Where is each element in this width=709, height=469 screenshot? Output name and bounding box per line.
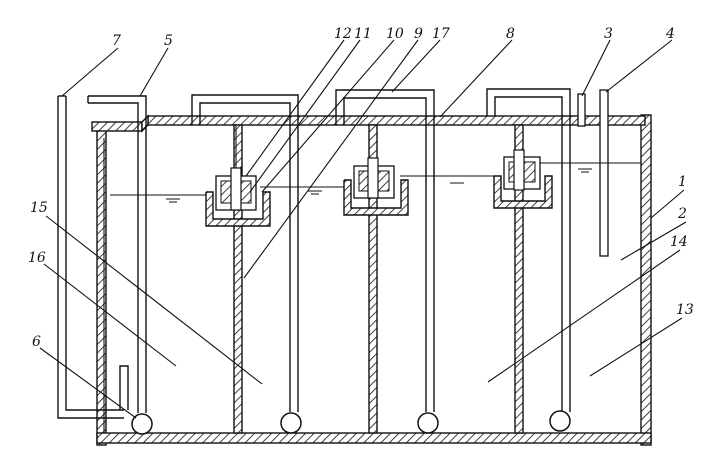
label-11: 11 xyxy=(354,26,372,42)
float-assembly-2 xyxy=(343,157,409,216)
inlet-stub xyxy=(119,365,129,410)
label-10: 10 xyxy=(386,26,404,42)
label-3: 3 xyxy=(604,26,613,42)
probe-4 xyxy=(599,89,609,257)
labels: 7 5 12 11 10 9 17 8 3 4 1 2 14 13 15 16 … xyxy=(28,26,694,350)
label-5: 5 xyxy=(164,33,173,49)
float-assembly-1 xyxy=(205,125,271,227)
label-6: 6 xyxy=(32,334,41,350)
partition-walls xyxy=(233,124,524,434)
leader-lines xyxy=(39,39,687,419)
label-2: 2 xyxy=(677,206,687,222)
siphon-tubes xyxy=(191,88,571,412)
label-4: 4 xyxy=(665,26,675,42)
label-17: 17 xyxy=(432,26,450,42)
outlet-balls xyxy=(131,410,571,435)
label-16: 16 xyxy=(28,250,46,266)
label-9: 9 xyxy=(414,26,423,42)
label-15: 15 xyxy=(30,200,48,216)
label-12: 12 xyxy=(334,26,352,42)
external-pipe-7 xyxy=(57,95,124,419)
label-13: 13 xyxy=(676,302,694,318)
label-1: 1 xyxy=(678,174,687,190)
label-8: 8 xyxy=(506,26,515,42)
label-7: 7 xyxy=(112,33,121,49)
label-14: 14 xyxy=(670,234,688,250)
float-assembly-3 xyxy=(493,149,553,209)
siphon-pipe-5 xyxy=(87,95,147,413)
water-levels xyxy=(110,162,641,203)
pipe-3 xyxy=(577,93,586,127)
